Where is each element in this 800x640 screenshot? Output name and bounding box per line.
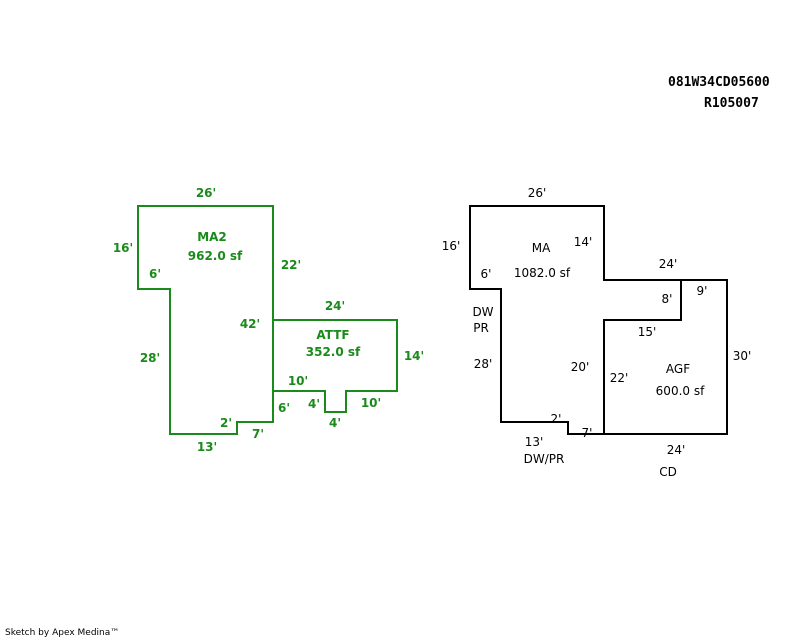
ma-side-label-pr: PR bbox=[473, 321, 489, 335]
ma2-dim-left-upper: 16' bbox=[113, 241, 133, 255]
attf-dim-bottom-left: 10' bbox=[288, 374, 308, 388]
ma-dim-left-lower: 28' bbox=[474, 357, 493, 371]
attf-dim-notch-side: 4' bbox=[308, 397, 320, 411]
attf-area: 352.0 sf bbox=[306, 345, 361, 359]
ma2-dim-left-lower: 28' bbox=[140, 351, 160, 365]
sketch-credit: Sketch by Apex Medina™ bbox=[5, 628, 120, 638]
agf-dim-inner-top: 15' bbox=[638, 325, 657, 339]
ma-dim-inner: 20' bbox=[571, 360, 590, 374]
attf-outline bbox=[272, 319, 398, 413]
ma2-dim-bottom: 13' bbox=[197, 440, 217, 454]
agf-dim-notch-side: 8' bbox=[662, 292, 673, 306]
agf-dim-left: 22' bbox=[610, 371, 629, 385]
attf-name: ATTF bbox=[316, 328, 349, 342]
ma-dim-top: 26' bbox=[528, 186, 547, 200]
attf-dim-top: 24' bbox=[325, 299, 345, 313]
agf-dim-notch-top: 9' bbox=[697, 284, 708, 298]
agf-bottom-label: CD bbox=[659, 465, 677, 479]
ma2-dim-inner: 42' bbox=[240, 317, 260, 331]
agf-area: 600.0 sf bbox=[656, 384, 705, 398]
ma-outline bbox=[469, 205, 728, 435]
ma-dim-left-upper: 16' bbox=[442, 239, 461, 253]
attf-dim-bottom-right: 10' bbox=[361, 396, 381, 410]
agf-dim-right: 30' bbox=[733, 349, 752, 363]
agf-dim-top: 24' bbox=[659, 257, 678, 271]
ma-dim-bottom-right: 7' bbox=[582, 426, 593, 440]
ma2-dim-right: 22' bbox=[281, 258, 301, 272]
right-sketch: 26' 16' 14' MA 1082.0 sf 6' DW PR 28' 20… bbox=[442, 186, 752, 479]
ma-area: 1082.0 sf bbox=[514, 266, 571, 280]
ma2-area: 962.0 sf bbox=[188, 249, 243, 263]
left-sketch: 26' 16' MA2 962.0 sf 6' 22' 42' 28' 2' 1… bbox=[113, 186, 424, 454]
ma2-dim-top: 26' bbox=[196, 186, 216, 200]
ma-dim-bottom-step: 2' bbox=[551, 412, 562, 426]
attf-dim-right: 14' bbox=[404, 349, 424, 363]
parcel-id: 081W34CD05600 bbox=[668, 75, 770, 90]
ma-name: MA bbox=[532, 241, 551, 255]
ma-bottom-label: DW/PR bbox=[524, 452, 565, 466]
ma2-dim-notch: 6' bbox=[149, 267, 161, 281]
ma2-dim-bottom-right: 7' bbox=[252, 427, 264, 441]
ma-dim-notch: 6' bbox=[481, 267, 492, 281]
ma-side-label-dw: DW bbox=[472, 305, 493, 319]
ma2-outline bbox=[137, 205, 274, 435]
agf-dim-bottom: 24' bbox=[667, 443, 686, 457]
ma2-dim-lower-right: 6' bbox=[278, 401, 290, 415]
account-id: R105007 bbox=[704, 96, 759, 111]
ma-dim-bottom: 13' bbox=[525, 435, 544, 449]
ma2-name: MA2 bbox=[197, 230, 227, 244]
agf-inner-outline bbox=[603, 280, 682, 434]
agf-name: AGF bbox=[666, 362, 690, 376]
attf-dim-notch-bottom: 4' bbox=[329, 416, 341, 430]
ma-dim-right-upper: 14' bbox=[574, 235, 593, 249]
ma2-dim-bottom-step: 2' bbox=[220, 416, 232, 430]
